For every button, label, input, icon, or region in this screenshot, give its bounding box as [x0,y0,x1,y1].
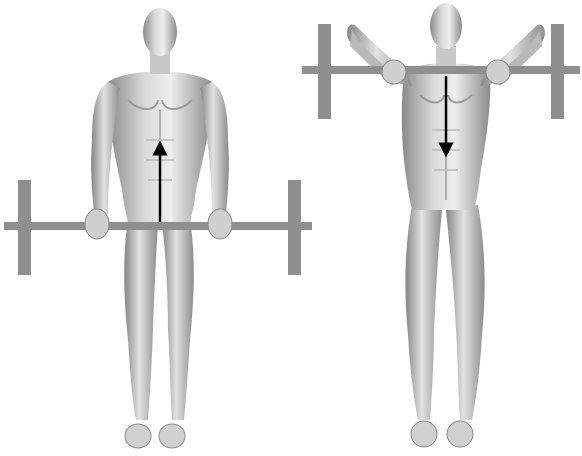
head [143,8,177,56]
left-hand [382,60,406,84]
left-hand [85,209,109,239]
left-leg [405,205,442,420]
right-leg [446,205,485,420]
left-foot [125,424,151,448]
figure-start-position [4,8,312,448]
barbell-bar [302,66,580,74]
figure-finish-position [302,3,580,447]
barbell-bar [4,222,312,230]
barbell-left-plate [18,180,31,275]
right-hand [208,209,232,239]
right-foot [447,421,473,447]
right-foot [159,424,185,448]
head [430,3,462,49]
left-foot [411,421,437,447]
barbell-right-plate [288,180,301,275]
right-hand [486,60,510,84]
right-leg [162,218,194,420]
barbell-right-plate [551,24,564,119]
barbell-left-plate [318,24,331,119]
left-leg [124,218,158,420]
